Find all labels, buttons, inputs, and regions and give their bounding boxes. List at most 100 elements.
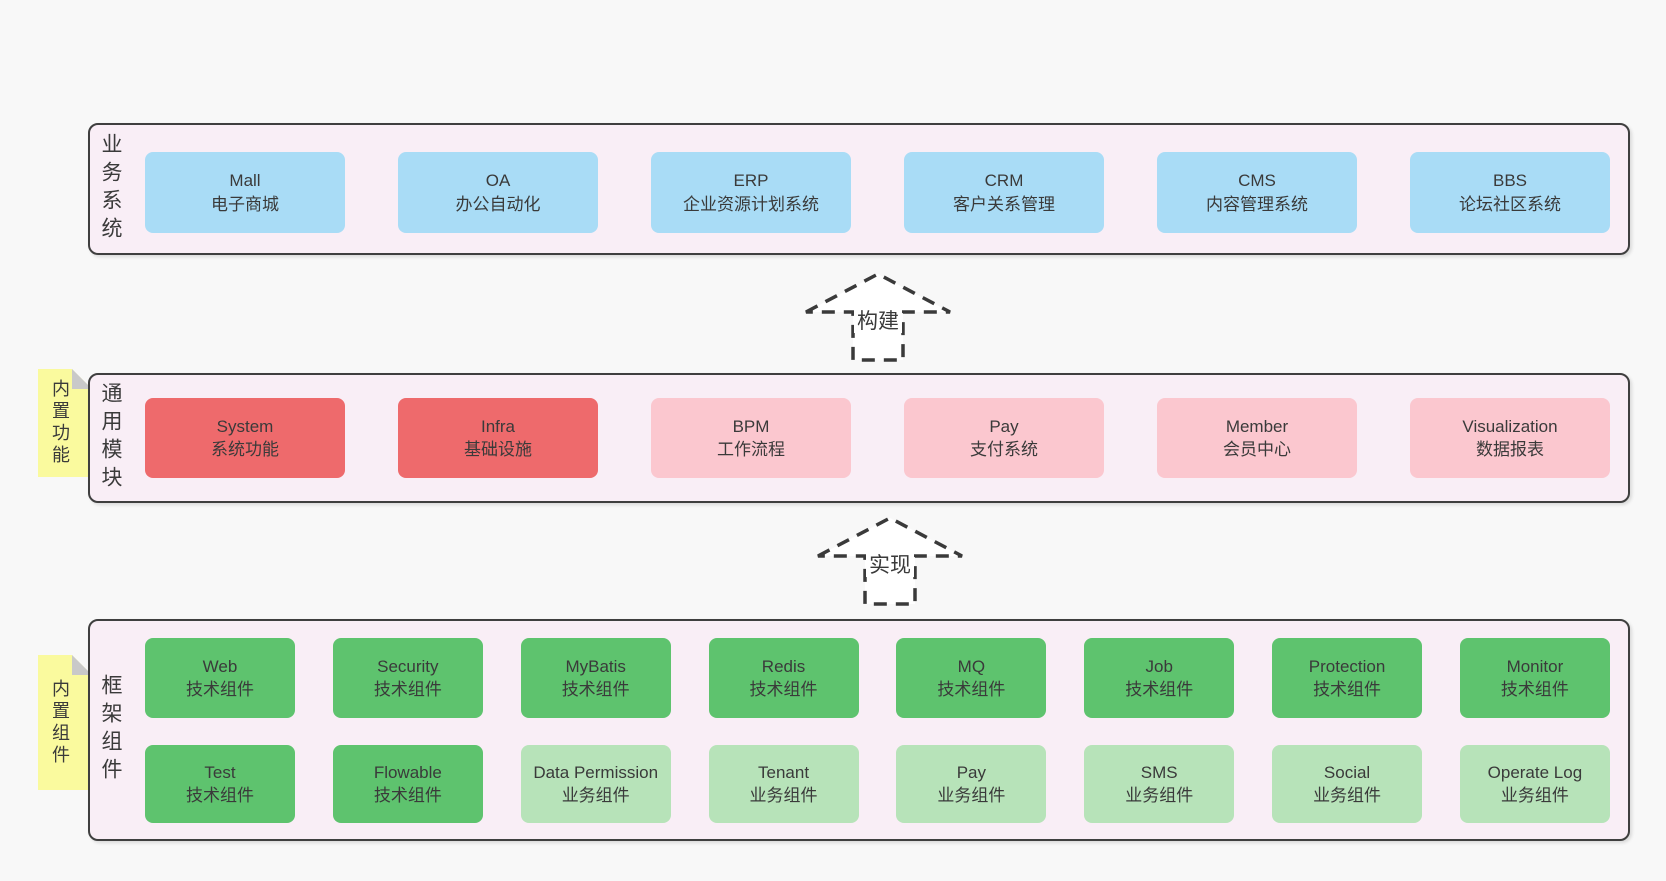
box-system: System 系统功能 (145, 398, 345, 478)
box-visualization: Visualization 数据报表 (1410, 398, 1610, 478)
box-title: SMS (1140, 762, 1178, 782)
box-social: Social 业务组件 (1272, 745, 1423, 823)
box-subtitle: 会员中心 (1223, 440, 1291, 459)
box-title: Test (204, 762, 236, 782)
box-subtitle: 企业资源计划系统 (683, 194, 819, 214)
box-subtitle: 技术组件 (373, 786, 442, 805)
box-oa: OA 办公自动化 (398, 152, 598, 233)
box-subtitle: 业务组件 (1125, 786, 1194, 805)
box-subtitle: 基础设施 (464, 440, 532, 459)
box-subtitle: 技术组件 (561, 680, 630, 699)
common-modules-row: System 系统功能 Infra 基础设施 BPM 工作流程 Pay 支付系统… (145, 398, 1610, 478)
box-title: Visualization (1462, 416, 1558, 436)
box-operate-log: Operate Log 业务组件 (1459, 745, 1610, 823)
note-built-in-features: 内置功能 (38, 369, 92, 477)
box-title: Monitor (1506, 656, 1564, 676)
box-subtitle: 技术组件 (937, 680, 1006, 699)
box-title: OA (485, 171, 511, 191)
box-subtitle: 客户关系管理 (953, 194, 1055, 214)
layer-label-business-systems: 业务系统 (99, 133, 122, 245)
box-crm: CRM 客户关系管理 (904, 152, 1104, 233)
box-title: CRM (984, 171, 1024, 191)
box-title: Pay (956, 762, 987, 782)
box-subtitle: 技术组件 (186, 680, 254, 699)
box-subtitle: 业务组件 (937, 786, 1006, 805)
box-title: MQ (957, 656, 986, 676)
panel-business-systems: 业务系统 Mall 电子商城 OA 办公自动化 ERP 企业资源计划系统 CRM… (88, 123, 1630, 255)
box-bpm: BPM 工作流程 (651, 398, 851, 478)
box-title: Social (1323, 762, 1371, 782)
box-title: Data Permission (533, 762, 659, 782)
box-title: Web (202, 656, 238, 676)
box-flowable: Flowable 技术组件 (332, 745, 483, 823)
box-mq: MQ 技术组件 (896, 638, 1047, 718)
layer-label-common-modules: 通用模块 (99, 382, 122, 494)
box-title: Tenant (758, 762, 810, 782)
panel-common-modules: 通用模块 System 系统功能 Infra 基础设施 BPM 工作流程 Pay… (88, 373, 1630, 503)
box-subtitle: 支付系统 (970, 440, 1038, 459)
box-subtitle: 业务组件 (749, 786, 818, 805)
panel-framework-components: 框架组件 Web 技术组件 Security 技术组件 MyBatis 技术组件… (88, 619, 1630, 841)
box-subtitle: 办公自动化 (455, 194, 541, 214)
box-member: Member 会员中心 (1157, 398, 1357, 478)
box-infra: Infra 基础设施 (398, 398, 598, 478)
box-subtitle: 技术组件 (749, 680, 818, 699)
note-text: 内置功能 (50, 379, 70, 467)
box-title: Flowable (373, 762, 442, 782)
box-subtitle: 技术组件 (1313, 680, 1382, 699)
box-subtitle: 论坛社区系统 (1459, 194, 1561, 214)
box-title: Job (1145, 656, 1173, 676)
box-subtitle: 技术组件 (186, 786, 254, 805)
box-title: Redis (761, 656, 806, 676)
framework-components-row-2: Test 技术组件 Flowable 技术组件 Data Permission … (145, 745, 1610, 823)
box-subtitle: 业务组件 (561, 786, 630, 805)
box-subtitle: 系统功能 (211, 440, 279, 459)
box-title: ERP (733, 171, 769, 191)
box-job: Job 技术组件 (1084, 638, 1235, 718)
box-pay: Pay 支付系统 (904, 398, 1104, 478)
box-security: Security 技术组件 (332, 638, 483, 718)
box-mybatis: MyBatis 技术组件 (520, 638, 671, 718)
box-subtitle: 内容管理系统 (1206, 194, 1308, 214)
box-subtitle: 电子商城 (211, 194, 279, 214)
box-tenant: Tenant 业务组件 (708, 745, 859, 823)
framework-components-row-1: Web 技术组件 Security 技术组件 MyBatis 技术组件 Redi… (145, 638, 1610, 718)
box-title: Pay (989, 416, 1019, 436)
business-systems-row: Mall 电子商城 OA 办公自动化 ERP 企业资源计划系统 CRM 客户关系… (145, 152, 1610, 233)
note-text: 内置组件 (50, 678, 70, 767)
implement-arrow-label: 实现 (866, 554, 914, 578)
box-monitor: Monitor 技术组件 (1459, 638, 1610, 718)
box-subtitle: 工作流程 (717, 440, 785, 459)
box-title: CMS (1238, 171, 1276, 191)
box-sms: SMS 业务组件 (1084, 745, 1235, 823)
box-subtitle: 技术组件 (1500, 680, 1569, 699)
box-title: BBS (1492, 171, 1528, 191)
box-test: Test 技术组件 (145, 745, 295, 823)
box-subtitle: 业务组件 (1313, 786, 1382, 805)
box-pay-business: Pay 业务组件 (896, 745, 1047, 823)
box-cms: CMS 内容管理系统 (1157, 152, 1357, 233)
box-title: BPM (732, 416, 770, 436)
build-arrow-label: 构建 (854, 310, 902, 334)
box-title: Infra (480, 416, 516, 436)
box-subtitle: 数据报表 (1476, 440, 1544, 459)
box-title: Protection (1308, 656, 1386, 676)
box-redis: Redis 技术组件 (708, 638, 859, 718)
box-title: Member (1225, 416, 1289, 436)
box-title: MyBatis (565, 656, 626, 676)
box-subtitle: 技术组件 (1125, 680, 1194, 699)
layer-label-framework-components: 框架组件 (99, 674, 122, 786)
box-title: System (216, 416, 274, 436)
box-web: Web 技术组件 (145, 638, 295, 718)
note-built-in-components: 内置组件 (38, 655, 92, 790)
box-bbs: BBS 论坛社区系统 (1410, 152, 1610, 233)
box-data-permission: Data Permission 业务组件 (520, 745, 671, 823)
box-mall: Mall 电子商城 (145, 152, 345, 233)
box-subtitle: 业务组件 (1500, 786, 1569, 805)
box-title: Mall (229, 171, 261, 191)
box-title: Operate Log (1487, 762, 1583, 782)
box-title: Security (377, 656, 439, 676)
box-erp: ERP 企业资源计划系统 (651, 152, 851, 233)
box-subtitle: 技术组件 (373, 680, 442, 699)
box-protection: Protection 技术组件 (1272, 638, 1423, 718)
